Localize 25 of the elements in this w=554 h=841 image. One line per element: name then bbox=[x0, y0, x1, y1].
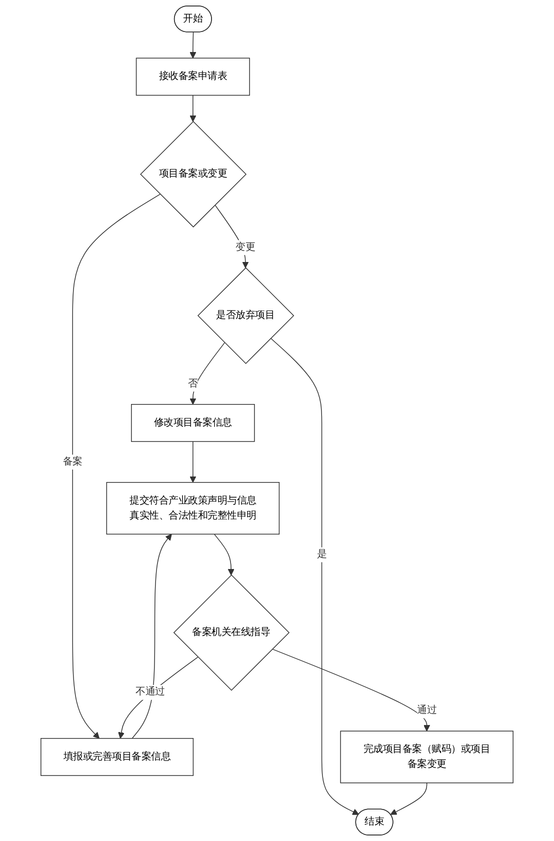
arrow bbox=[72, 194, 161, 739]
node-box: 接收备案申请表 bbox=[136, 58, 250, 96]
arrow bbox=[272, 648, 430, 732]
arrow bbox=[214, 534, 234, 576]
arrow bbox=[390, 782, 428, 815]
arrow bbox=[190, 342, 226, 405]
arrow bbox=[118, 656, 198, 739]
arrow bbox=[190, 441, 196, 483]
edge-label: 通过 bbox=[417, 704, 437, 716]
node-box: 修改项目备案信息 bbox=[131, 404, 255, 442]
arrow bbox=[190, 94, 196, 122]
node-box: 提交符合产业政策声明与信息真实性、合法性和完整性申明 bbox=[106, 482, 280, 535]
edge-label: 否 bbox=[188, 378, 198, 390]
arrow bbox=[270, 338, 360, 815]
edge-label: 变更 bbox=[236, 242, 256, 253]
node-diamond: 备案机关在线指导 bbox=[173, 574, 290, 691]
node-diamond: 项目备案或变更 bbox=[140, 121, 247, 228]
node-box: 完成项目备案（赋码）或项目备案变更 bbox=[340, 730, 514, 784]
arrow bbox=[132, 534, 172, 739]
arrow bbox=[190, 32, 196, 58]
edge-label: 是 bbox=[316, 548, 327, 560]
node-box: 填报或完善项目备案信息 bbox=[40, 738, 194, 776]
edge-label: 备案 bbox=[62, 456, 82, 468]
edge-label: 不通过 bbox=[136, 686, 165, 698]
node-diamond: 是否放弃项目 bbox=[197, 267, 294, 364]
